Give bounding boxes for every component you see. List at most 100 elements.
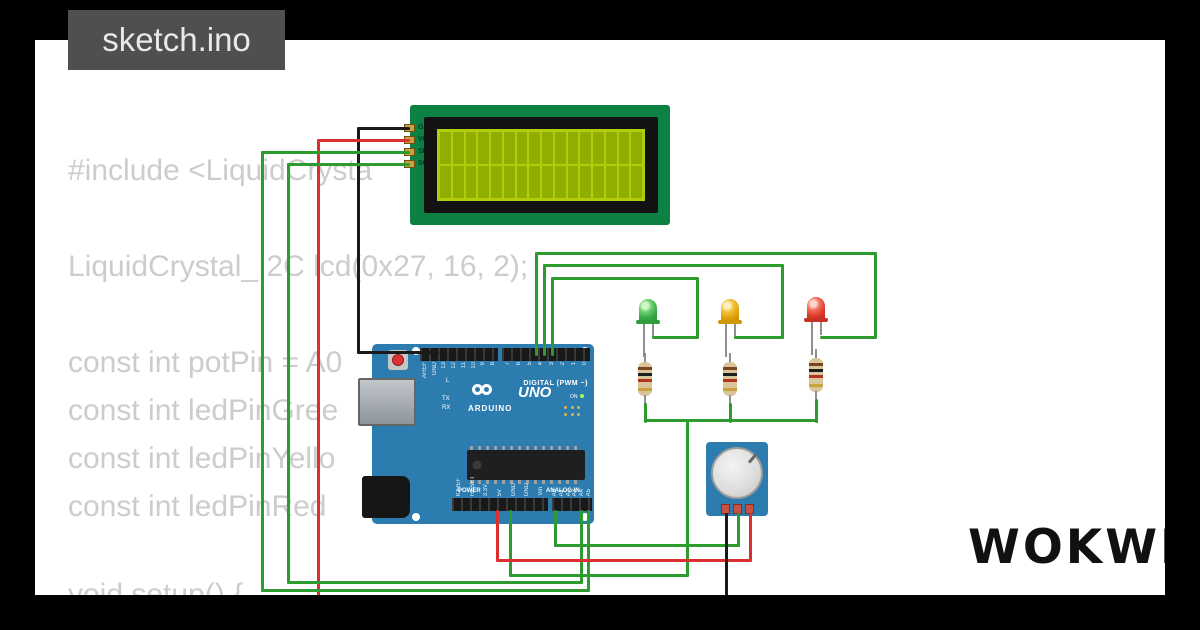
power-header[interactable]	[452, 498, 548, 511]
wire-gnd-return[interactable]	[508, 573, 689, 577]
lcd-cell	[618, 132, 630, 164]
wire-lcd-scl[interactable]	[286, 580, 583, 584]
wire-lcd-scl[interactable]	[286, 162, 410, 166]
wire-gnd-rail[interactable]	[643, 418, 818, 422]
power-jack	[362, 476, 410, 518]
pin-label: 4	[537, 362, 544, 366]
pin-label: GND	[431, 362, 438, 376]
led-red[interactable]	[804, 297, 828, 355]
pin-label: A4	[578, 488, 585, 496]
wire-red-led-signal[interactable]	[819, 335, 877, 339]
pin-label: 2	[559, 362, 566, 366]
wire-pot-gnd[interactable]	[724, 512, 728, 602]
wire-yellow-led-signal[interactable]	[733, 335, 784, 339]
analog-header[interactable]	[552, 498, 592, 511]
wire-lcd-vcc[interactable]	[316, 138, 410, 142]
wire-gnd-return[interactable]	[508, 509, 512, 577]
pin-label: 11	[460, 362, 467, 369]
wire-red-led-signal[interactable]	[534, 251, 877, 255]
lcd-cell	[567, 166, 579, 198]
wire-lcd-gnd[interactable]	[356, 126, 410, 130]
lcd-cell	[605, 166, 617, 198]
pin-label: GND	[524, 482, 531, 496]
led-leg	[811, 322, 813, 355]
wire-lcd-sda[interactable]	[586, 509, 590, 592]
wire-lcd-sda[interactable]	[260, 150, 410, 154]
wire-lcd-scl[interactable]	[579, 509, 583, 584]
mounting-hole	[581, 513, 589, 521]
digital-label: DIGITAL (PWM ~)	[523, 380, 588, 387]
pin-label: 6	[515, 362, 522, 366]
led-bulb	[807, 297, 825, 321]
wire-red-led-signal[interactable]	[534, 251, 538, 356]
wire-pot-signal[interactable]	[736, 512, 740, 547]
wire-yellow-led-signal[interactable]	[542, 263, 784, 267]
wire-yellow-led-signal[interactable]	[542, 263, 546, 356]
led-bulb	[639, 299, 657, 323]
potentiometer[interactable]	[706, 442, 768, 516]
wire-yellow-resistor-gnd[interactable]	[728, 402, 732, 423]
lcd-cell	[631, 132, 642, 164]
digital-header-right[interactable]	[502, 348, 590, 361]
tx-label: TX	[442, 396, 450, 402]
reset-button[interactable]	[392, 354, 404, 366]
wire-gnd-return[interactable]	[685, 418, 689, 577]
led-l-label: L	[446, 378, 450, 384]
lcd-cell	[516, 132, 528, 164]
sketch-tab[interactable]: sketch.ino	[68, 10, 285, 70]
icsp-header[interactable]	[564, 406, 582, 417]
lcd-cell	[465, 132, 477, 164]
wire-pot-signal[interactable]	[553, 543, 740, 547]
led-yellow[interactable]	[718, 299, 742, 357]
wire-pot-vcc[interactable]	[748, 512, 752, 562]
icsp-pin	[577, 412, 581, 416]
wire-pot-vcc[interactable]	[495, 509, 499, 562]
resistor-band	[809, 369, 823, 372]
wire-lcd-scl[interactable]	[286, 162, 290, 584]
icsp-pin	[570, 412, 574, 416]
pot-knob[interactable]	[711, 447, 763, 499]
pin-label: 10	[470, 362, 477, 369]
icsp-pin	[570, 406, 574, 409]
lcd-cell	[605, 132, 617, 164]
digital-header-left[interactable]	[420, 348, 498, 361]
resistor-red-led[interactable]	[808, 349, 824, 401]
resistor-band	[809, 375, 823, 378]
wire-lcd-vcc[interactable]	[316, 138, 320, 602]
wire-yellow-led-signal[interactable]	[780, 263, 784, 339]
lcd-cell	[503, 166, 515, 198]
wire-lcd-sda[interactable]	[260, 588, 590, 592]
lcd-cell	[478, 132, 489, 164]
resistor-lead	[729, 395, 731, 405]
resistor-lead	[815, 349, 817, 359]
wire-pot-vcc[interactable]	[495, 558, 752, 562]
resistor-body	[638, 362, 652, 396]
resistor-band	[723, 367, 737, 370]
wire-green-resistor-gnd[interactable]	[643, 402, 647, 423]
wire-green-led-signal[interactable]	[695, 276, 699, 339]
lcd-cell	[542, 132, 553, 164]
pin-label: 13	[441, 362, 448, 369]
resistor-yellow-led[interactable]	[722, 353, 738, 405]
power-led	[580, 394, 584, 398]
lcd1602-display[interactable]: GNDVCCSDASCL	[404, 105, 670, 225]
wire-lcd-gnd[interactable]	[356, 126, 360, 354]
wire-green-led-signal[interactable]	[550, 276, 554, 356]
pin-label: AREF	[421, 362, 428, 379]
resistor-green-led[interactable]	[637, 353, 653, 405]
wire-lcd-gnd[interactable]	[356, 350, 439, 354]
on-label: ON	[570, 394, 578, 400]
wire-red-led-signal[interactable]	[873, 251, 877, 339]
lcd-cell	[516, 166, 528, 198]
wire-green-led-signal[interactable]	[550, 276, 699, 280]
lcd-cell	[491, 166, 502, 198]
led-green[interactable]	[636, 299, 660, 357]
icsp-pin	[564, 406, 567, 409]
wire-red-resistor-gnd[interactable]	[814, 398, 818, 423]
led-leg	[820, 322, 822, 335]
code-line: #include <LiquidCrysta	[68, 154, 373, 187]
wire-lcd-sda[interactable]	[260, 150, 264, 592]
wire-green-led-signal[interactable]	[651, 335, 699, 339]
wire-pot-signal[interactable]	[553, 509, 557, 547]
